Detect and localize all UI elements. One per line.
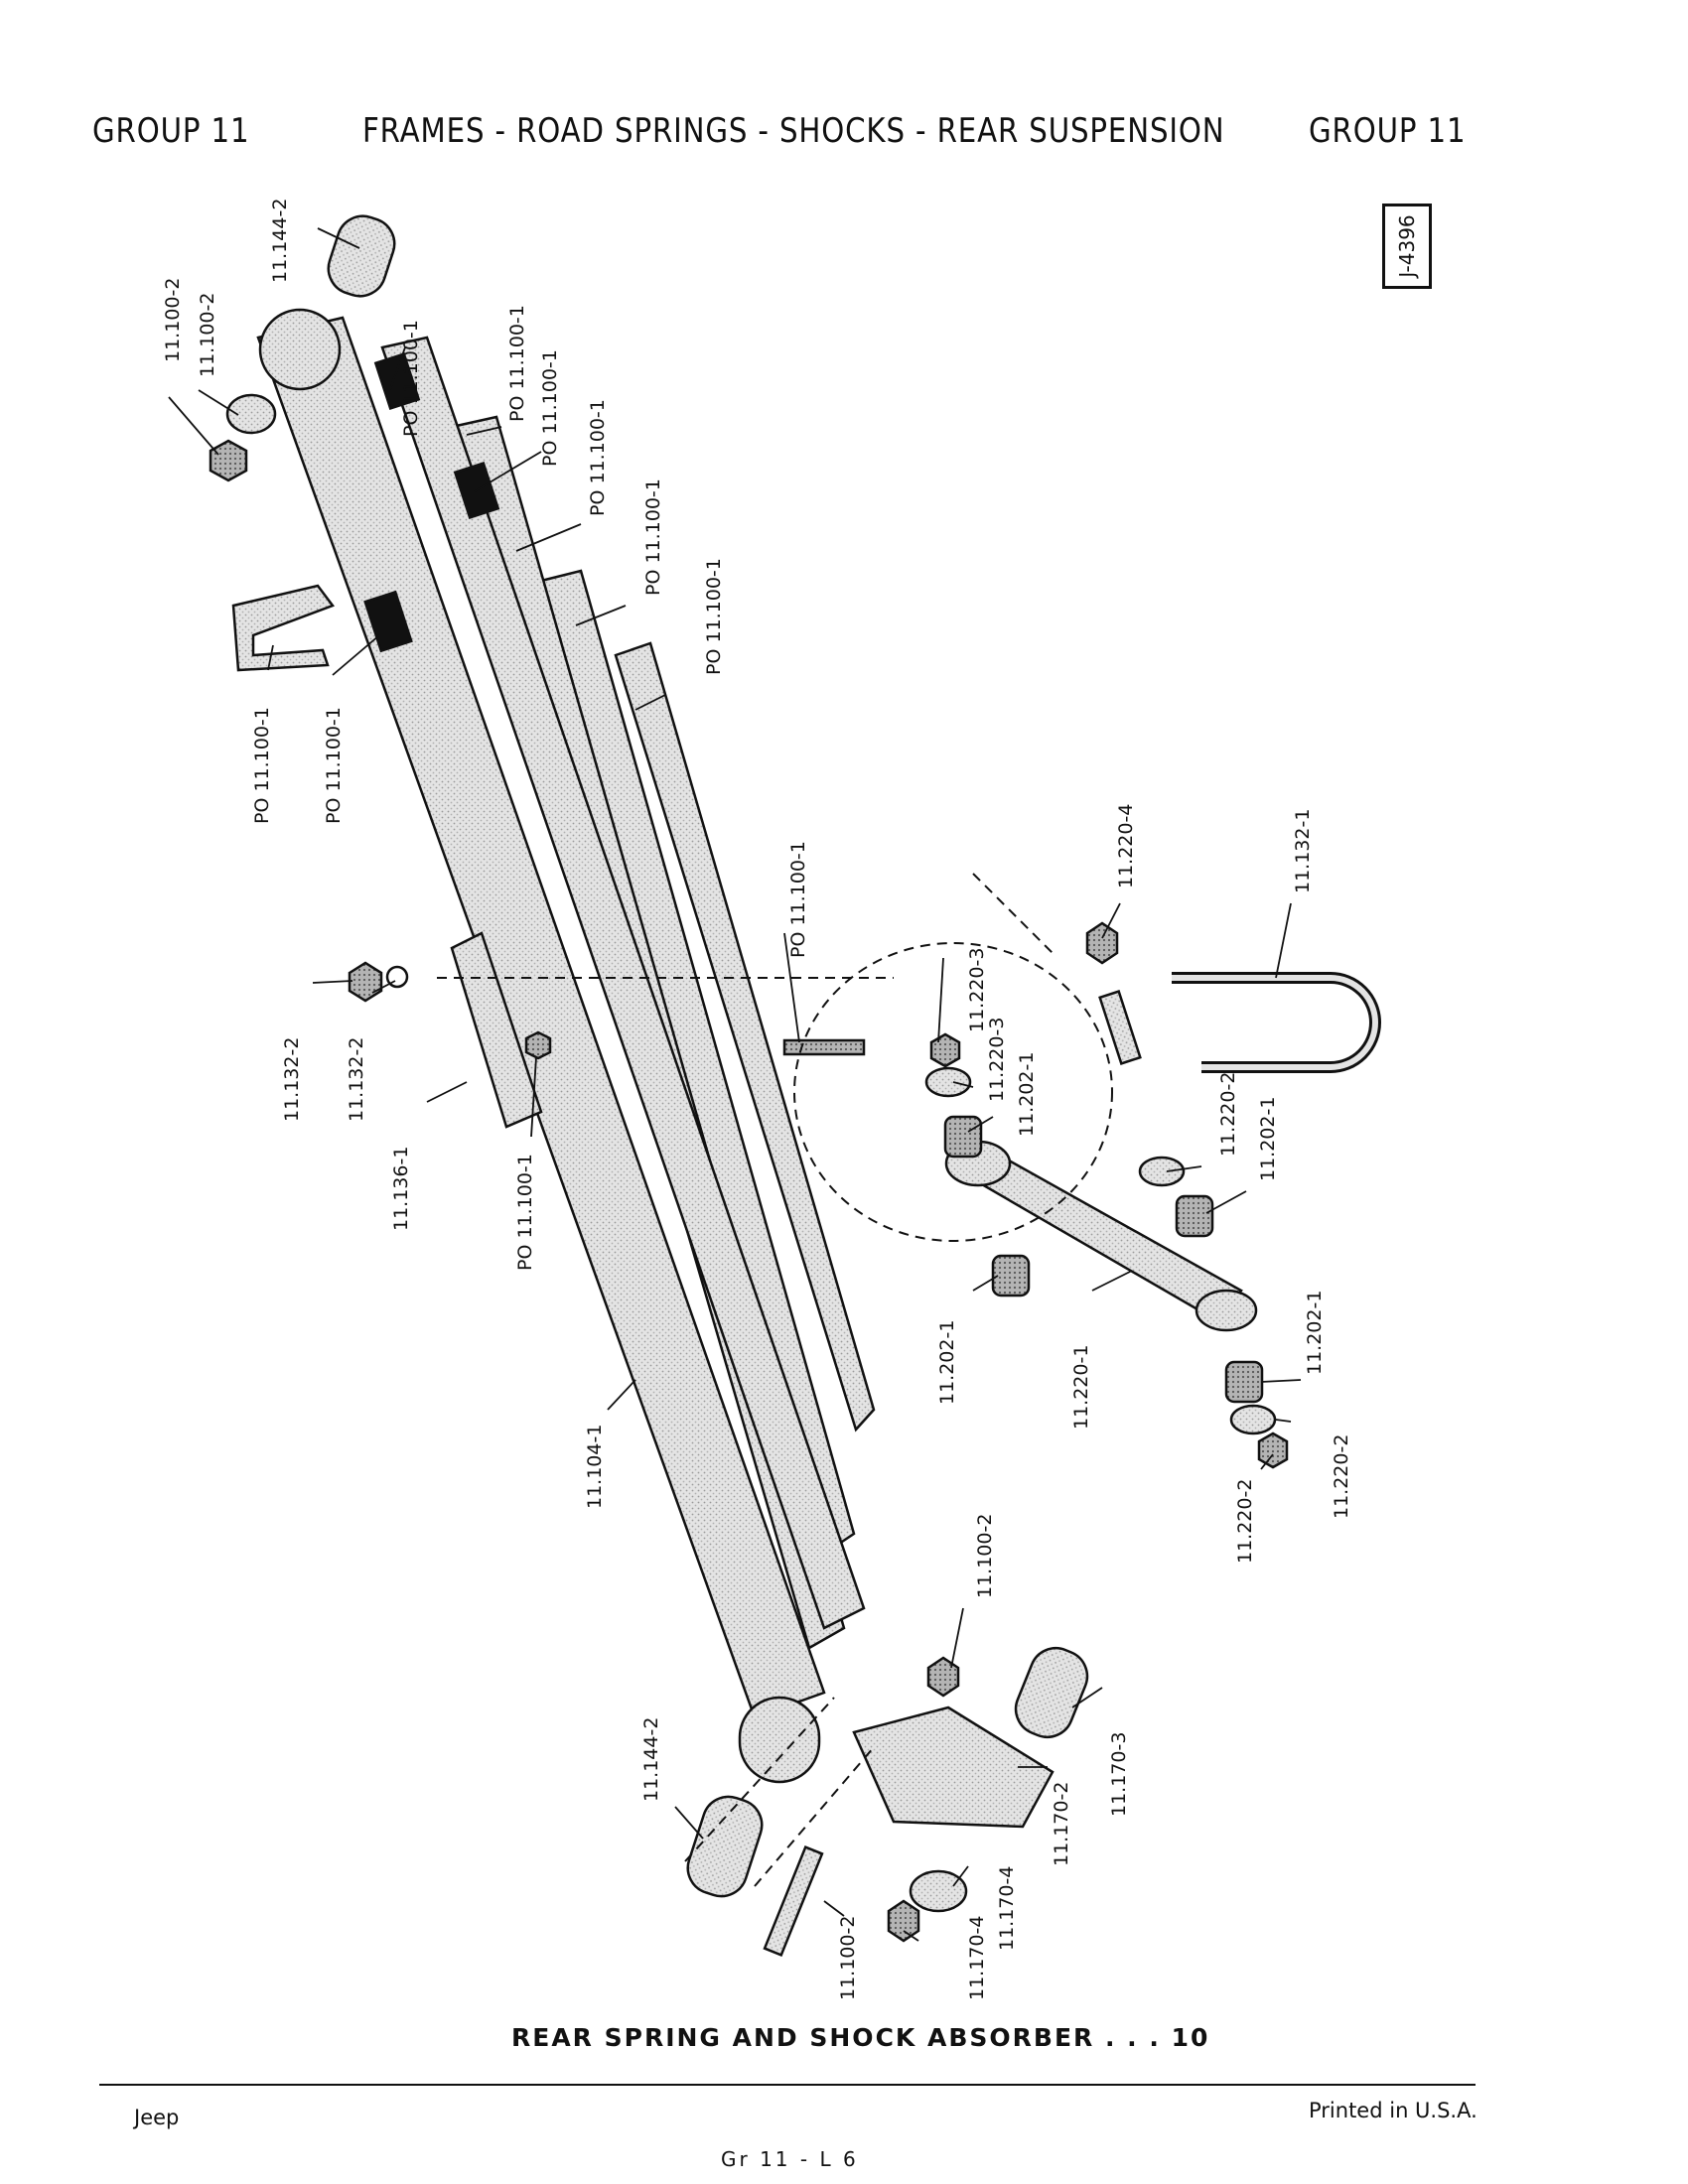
spring-eye-front bbox=[258, 308, 342, 391]
shackle-nut bbox=[887, 1899, 920, 1943]
nut-front bbox=[209, 439, 248, 482]
shock-grommet-4 bbox=[1224, 1360, 1264, 1404]
callout-9: PO 11.100-1 bbox=[703, 558, 725, 675]
u-bolt-nut bbox=[1085, 921, 1119, 965]
callout-34: 11.100-2 bbox=[837, 1916, 859, 2000]
shackle-bushing bbox=[1014, 1647, 1089, 1738]
callout-21: 11.132-2 bbox=[346, 1037, 367, 1122]
callout-20: 11.132-2 bbox=[281, 1037, 303, 1122]
callout-11: PO 11.100-1 bbox=[323, 707, 345, 824]
callout-33: 11.170-2 bbox=[1051, 1782, 1072, 1866]
footer-divider bbox=[99, 2084, 1476, 2086]
spring-eye-rear bbox=[738, 1696, 821, 1784]
figure-caption: REAR SPRING AND SHOCK ABSORBER . . . 10 bbox=[511, 2023, 1210, 2052]
u-bolt bbox=[1172, 972, 1381, 1073]
callout-1: 11.144-2 bbox=[269, 199, 291, 283]
callout-7: PO 11.100-1 bbox=[587, 399, 609, 516]
dashed-guides bbox=[437, 873, 1113, 1887]
callout-18: 11.220-2 bbox=[1217, 1072, 1239, 1157]
shock-grommet-1 bbox=[943, 1115, 983, 1159]
shackle-plate bbox=[852, 1706, 1055, 1829]
callout-12: PO 11.100-1 bbox=[787, 841, 809, 958]
leaf-spring-assembly bbox=[256, 308, 876, 1784]
shackle-nut-top bbox=[926, 1656, 960, 1698]
callout-24: 11.202-1 bbox=[936, 1320, 958, 1405]
spring-plate bbox=[450, 931, 543, 1129]
footer-printed-note: Printed in U.S.A. bbox=[1309, 2099, 1477, 2122]
figure-number-box: J-4396 bbox=[1382, 204, 1432, 289]
shock-stud bbox=[1098, 990, 1142, 1065]
bushings-and-hardware bbox=[209, 214, 1381, 1129]
callout-10: PO 11.100-1 bbox=[251, 707, 273, 824]
header-group-right: GROUP 11 bbox=[1309, 111, 1467, 151]
callout-2: 11.100-2 bbox=[197, 293, 218, 377]
callout-22: 11.136-1 bbox=[390, 1147, 412, 1231]
shackle-assembly bbox=[686, 1647, 1089, 1957]
callout-36: 11.170-4 bbox=[966, 1916, 988, 2000]
leader-lines bbox=[168, 227, 1302, 1942]
plate-nut bbox=[348, 961, 383, 1003]
callout-6: PO 11.100-1 bbox=[539, 349, 561, 467]
shock-grommet-3 bbox=[991, 1254, 1031, 1297]
shock-grommet-2 bbox=[1175, 1194, 1214, 1238]
callout-26: 11.202-1 bbox=[1304, 1291, 1326, 1375]
axle-outline bbox=[793, 942, 1113, 1242]
shackle-washer bbox=[909, 1869, 968, 1913]
center-bolt bbox=[782, 1038, 866, 1056]
bushing-front bbox=[327, 214, 396, 298]
callout-30: 11.100-2 bbox=[974, 1514, 996, 1598]
header-group-left: GROUP 11 bbox=[92, 111, 250, 151]
bushing-rear bbox=[686, 1795, 764, 1898]
callout-35: 11.170-4 bbox=[996, 1866, 1018, 1951]
shock-nut-top bbox=[929, 1032, 961, 1068]
callout-29: 11.104-1 bbox=[584, 1425, 606, 1509]
shock-washer-1 bbox=[924, 1066, 972, 1098]
callout-5: PO 11.100-1 bbox=[506, 305, 528, 422]
ubolt-guide bbox=[972, 873, 1054, 954]
shock-nut bbox=[1257, 1432, 1289, 1469]
u-bolt-inner bbox=[1172, 975, 1378, 1070]
callout-4: PO 11.100-1 bbox=[400, 320, 422, 437]
callout-31: 11.170-3 bbox=[1108, 1732, 1130, 1817]
shackle-bolt bbox=[763, 1845, 824, 1957]
callout-13: 11.220-4 bbox=[1115, 804, 1137, 888]
callout-25: 11.220-1 bbox=[1070, 1345, 1092, 1430]
shock-washer-3 bbox=[1229, 1404, 1277, 1435]
callout-15: 11.220-3 bbox=[966, 948, 988, 1032]
washer-front bbox=[225, 393, 277, 435]
callout-28: 11.220-2 bbox=[1234, 1479, 1256, 1564]
spring-leaf-5 bbox=[614, 641, 876, 1433]
plate-washer bbox=[385, 965, 409, 989]
callout-16: 11.220-3 bbox=[986, 1018, 1008, 1102]
callout-8: PO 11.100-1 bbox=[642, 478, 664, 596]
callout-14: 11.132-1 bbox=[1292, 809, 1314, 893]
callout-19: 11.202-1 bbox=[1257, 1097, 1279, 1181]
callout-labels: 11.144-2 11.100-2 11.100-2 PO 11.100-1 P… bbox=[162, 199, 1352, 2000]
footer-brand: Jeep bbox=[134, 2106, 180, 2129]
callout-3: 11.100-2 bbox=[162, 278, 184, 362]
callout-32: 11.144-2 bbox=[640, 1717, 662, 1802]
callout-23: PO 11.100-1 bbox=[514, 1154, 536, 1271]
shackle-guide-1 bbox=[684, 1697, 835, 1862]
center-bolt-nut bbox=[524, 1030, 552, 1060]
shackle-guide-2 bbox=[754, 1746, 875, 1887]
callout-27: 11.220-2 bbox=[1331, 1434, 1352, 1519]
spring-clip-black-1 bbox=[373, 351, 421, 411]
header-title: FRAMES - ROAD SPRINGS - SHOCKS - REAR SU… bbox=[362, 111, 1225, 151]
footer-page-number: Gr 11 - L 6 bbox=[721, 2147, 859, 2171]
spring-clip-black-3 bbox=[363, 590, 413, 653]
callout-17: 11.202-1 bbox=[1016, 1052, 1038, 1137]
shock-washer-2 bbox=[1138, 1156, 1186, 1187]
shock-eye-bottom bbox=[1195, 1289, 1258, 1332]
rebound-clip bbox=[231, 584, 336, 672]
spring-leaf-2 bbox=[380, 336, 866, 1630]
